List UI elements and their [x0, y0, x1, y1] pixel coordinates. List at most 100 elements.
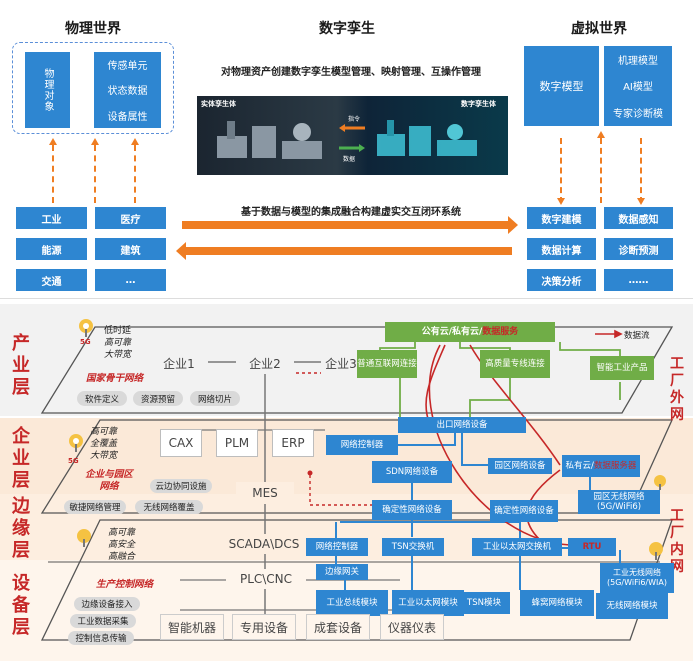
arrow-right-3 — [640, 138, 642, 203]
module-tsn: TSN模块 — [458, 592, 510, 614]
arrow-left-1 — [52, 145, 54, 203]
app-plm: PLM — [216, 429, 258, 457]
industry-feature-2: 高可靠 — [104, 338, 132, 348]
layer-device-label: 设备层 — [10, 573, 32, 639]
twin-subtitle: 对物理资产创建数字孪生模型管理、映射管理、互操作管理 — [221, 67, 481, 78]
module-ethernet: 工业以太网模块 — [392, 590, 464, 616]
digital-model-label: 数字模型 — [539, 80, 584, 93]
domain-industry: 工业 — [16, 207, 87, 229]
attr-device: 设备属性 — [107, 111, 148, 123]
private-cloud-highlight: 数据服务器 — [593, 461, 637, 471]
domain-more: … — [95, 269, 166, 291]
layer-device-text: 设备层 — [12, 573, 30, 638]
cap-more: …… — [604, 269, 673, 291]
enterprise-feature-3: 大带宽 — [90, 451, 118, 461]
legend-data-flow: 数据流 — [624, 331, 650, 341]
cap-decision: 决策分析 — [527, 269, 596, 291]
cloud-data-service: 公有云/私有云/数据服务 — [385, 322, 555, 342]
physical-world-frame — [12, 42, 174, 134]
layer-enterprise-label: 企业层 — [10, 426, 32, 492]
industry-backbone: 国家骨干网络 — [86, 373, 144, 384]
model-expert: 专家诊断模 — [613, 109, 663, 121]
private-cloud-server: 私有云/数据服务器 — [562, 455, 640, 477]
layer-industry-label: 产业层 — [10, 333, 32, 399]
attr-sensor: 传感单元 — [107, 61, 148, 73]
layer-edge-label: 边缘层 — [10, 496, 32, 562]
cloud-prefix: 公有云/私有云/ — [421, 327, 483, 337]
production-network: 生产控制网络 — [96, 579, 154, 590]
app-erp: ERP — [272, 429, 314, 457]
domain-building: 建筑 — [95, 238, 166, 260]
internet-connection: 普通互联网连接 — [357, 350, 417, 378]
campus-wireless: 园区无线网络(5G/WiFi6) — [578, 490, 660, 514]
cap-predict: 诊断预测 — [604, 238, 673, 260]
enterprise-1: 企业1 — [150, 352, 208, 374]
module-cellular: 蜂窝网络模块 — [520, 590, 594, 616]
physical-attrs-box: 传感单元 状态数据 设备属性 — [94, 52, 161, 128]
arrow-left-3 — [134, 145, 136, 203]
layer-edge-text: 边缘层 — [12, 496, 30, 561]
antenna-icon — [79, 319, 93, 337]
factory-external-text: 工厂外网 — [670, 356, 684, 423]
layer-industry-text: 产业层 — [12, 333, 30, 398]
enterprise-controller: 网络控制器 — [326, 435, 398, 455]
model-mechanism: 机理模型 — [618, 55, 658, 67]
section-divider — [0, 298, 693, 299]
arrow-head-left-1 — [49, 138, 57, 145]
exit-network-device: 出口网络设备 — [398, 417, 526, 433]
attr-state: 状态数据 — [107, 86, 148, 98]
cap-compute: 数据计算 — [527, 238, 596, 260]
enterprise-2: 企业2 — [236, 352, 294, 374]
layer-enterprise-text: 企业层 — [12, 426, 30, 491]
cmd-label: 指令 — [348, 116, 361, 123]
arrow-right-2 — [600, 138, 602, 203]
pill-agile-mgmt: 敏捷网络管理 — [64, 500, 126, 514]
campus-device: 园区网络设备 — [488, 458, 552, 474]
digital-model-box: 数字模型 — [524, 46, 599, 126]
pill-wireless-cover: 无线网络覆盖 — [135, 500, 203, 514]
dedicated-connection: 高质量专线连接 — [480, 350, 550, 378]
enterprise-feature-1: 高可靠 — [90, 427, 118, 437]
device-smart-machine: 智能机器 — [160, 614, 224, 640]
cap-modeling: 数字建模 — [527, 207, 596, 229]
enterprise-campus: 企业与园区网络 — [85, 469, 133, 492]
industry-feature-3: 大带宽 — [104, 350, 132, 360]
integration-caption: 基于数据与模型的集成融合构建虚实交互闭环系统 — [241, 207, 461, 218]
physical-object-box: 物理对象 — [25, 52, 70, 128]
sdn-device: SDN网络设备 — [372, 461, 452, 483]
smart-product: 智能工业产品 — [590, 356, 654, 380]
enterprise-feature-2: 全覆盖 — [90, 439, 118, 449]
industry-5g: 5G — [80, 338, 91, 346]
antenna-icon-edge — [77, 529, 91, 547]
entity-twin-label: 实体孪生体 — [201, 100, 236, 108]
data-label: 数据 — [343, 156, 356, 163]
scada-box: SCADA\DCS — [212, 534, 316, 554]
physical-world-title: 物理世界 — [65, 21, 121, 37]
edge-feature-1: 高可靠 — [108, 528, 136, 538]
enterprise-5g: 5G — [68, 457, 79, 465]
arrow-head-right-2 — [597, 131, 605, 138]
ethernet-switch: 工业以太网交换机 — [472, 538, 562, 556]
pill-software-defined: 软件定义 — [77, 391, 127, 406]
pill-network-slice: 网络切片 — [190, 391, 240, 406]
factory-external-label: 工厂外网 — [668, 356, 686, 424]
model-ai: AI模型 — [623, 82, 653, 94]
antenna-icon-enterprise-right — [654, 475, 666, 490]
twin-illustration — [217, 120, 477, 159]
plc-box: PLC\CNC — [226, 569, 306, 589]
device-instrument: 仪器仪表 — [380, 614, 444, 640]
module-wireless: 无线网络模块 — [596, 593, 668, 619]
twin-image: 实体孪生体 数字孪生体 指令 数据 — [197, 96, 508, 175]
pill-resource-reserve: 资源预留 — [133, 391, 183, 406]
cloud-highlight: 数据服务 — [482, 327, 519, 337]
private-cloud-prefix: 私有云/ — [565, 461, 594, 471]
virtual-world-title: 虚拟世界 — [571, 21, 627, 37]
edge-feature-2: 高安全 — [108, 540, 136, 550]
deterministic-device: 确定性网络设备 — [372, 500, 452, 520]
device-special: 专用设备 — [232, 614, 296, 640]
edge-controller: 网络控制器 — [306, 538, 368, 556]
industrial-wireless: 工业无线网络(5G/WiFi6/WIA) — [600, 563, 674, 593]
deterministic-device-2: 确定性网络设备 — [490, 500, 558, 522]
arrow-head-left-3 — [131, 138, 139, 145]
integration-arrows — [176, 216, 518, 260]
